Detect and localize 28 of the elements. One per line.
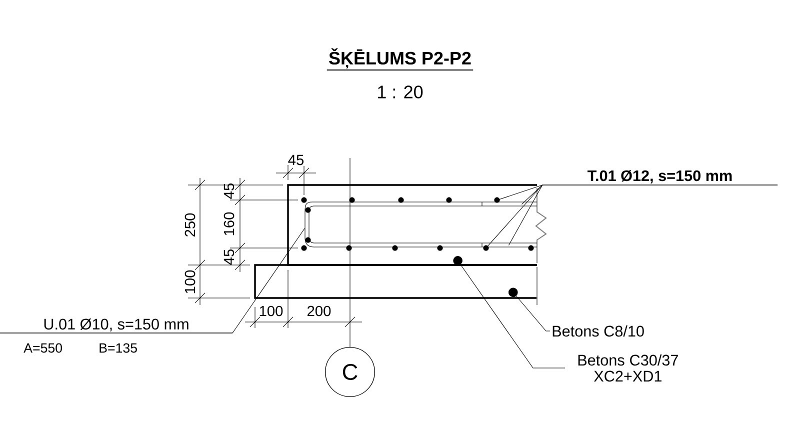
title: ŠĶĒLUMS P2-P2 xyxy=(329,48,471,68)
scale-text: 1 : 20 xyxy=(378,86,423,98)
upper-slab xyxy=(287,184,547,266)
leader-line xyxy=(485,184,543,249)
note-text: B=135 xyxy=(100,343,137,353)
lower-slab xyxy=(254,264,538,305)
dimension-text: 45 xyxy=(224,183,234,199)
rebar-row xyxy=(301,242,538,251)
rebar-row xyxy=(301,197,538,206)
leader-line xyxy=(508,288,550,332)
dimension-text: 100 xyxy=(184,270,196,294)
note-text: A=550 xyxy=(24,343,62,353)
dimension-text: 45 xyxy=(224,249,234,265)
leader-label: Betons C30/37 XC2+XD1 xyxy=(578,354,678,382)
leader-line xyxy=(453,256,566,368)
dimension-text: 250 xyxy=(184,213,196,236)
dimension-text: 160 xyxy=(224,212,234,236)
leader-line xyxy=(508,184,543,246)
dimension-text: 200 xyxy=(308,306,331,316)
leader-line xyxy=(521,184,543,205)
leader-label: Betons C8/10 xyxy=(552,325,644,337)
leader-line xyxy=(232,228,305,334)
leader-label: T.01 Ø12, s=150 mm xyxy=(542,170,778,186)
dimension-text: 45 xyxy=(288,154,304,166)
grid-bubble: C xyxy=(325,347,375,397)
dimension-text: 100 xyxy=(260,306,283,316)
stirrup xyxy=(304,202,314,248)
leader-label: U.01 Ø10, s=150 mm xyxy=(0,318,233,334)
